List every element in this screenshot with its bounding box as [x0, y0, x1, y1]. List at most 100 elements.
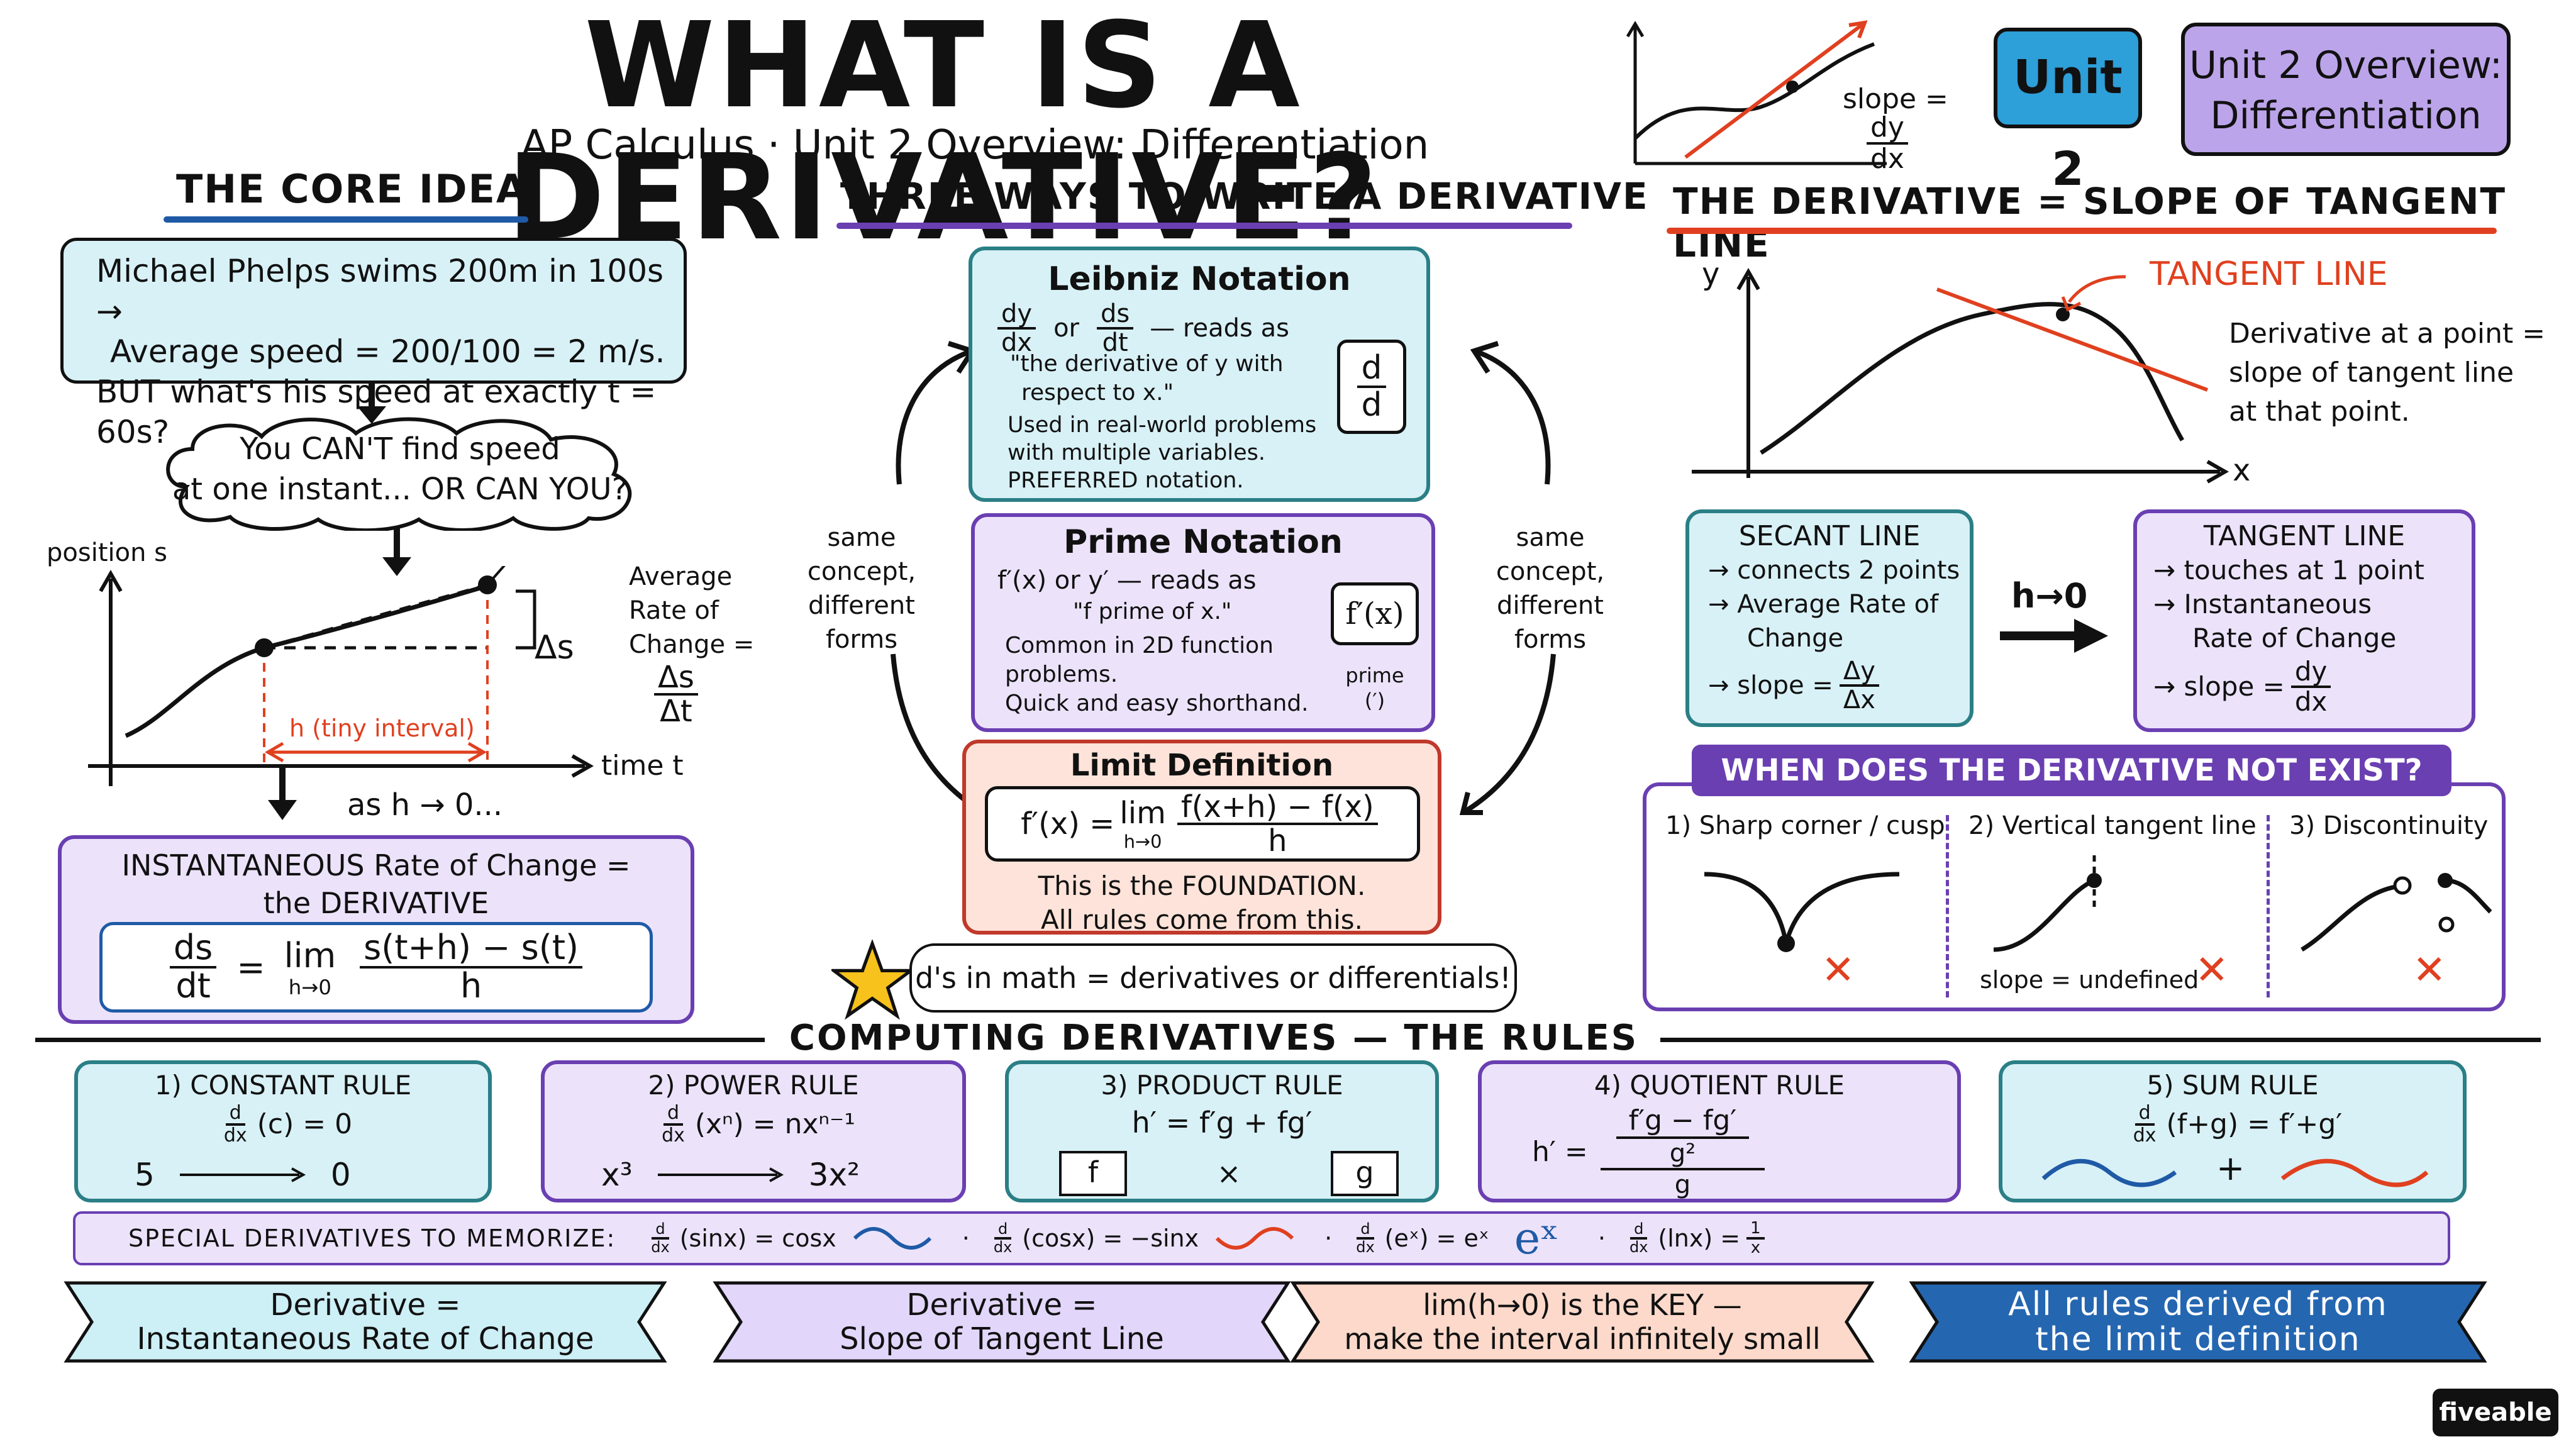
prime-title: Prime Notation	[1063, 523, 1343, 561]
leibniz-q2: respect to x."	[1021, 380, 1174, 406]
core-arrow-1	[357, 382, 386, 424]
s3-dx: dx	[1356, 1238, 1375, 1256]
tangent-heading: THE DERIVATIVE = SLOPE OF TANGENT LINE	[1673, 180, 2507, 265]
banner-2-l1: Derivative =	[906, 1287, 1097, 1323]
avg-den: Δt	[660, 694, 692, 730]
s2-dx: dx	[993, 1238, 1013, 1256]
not-exist-heading: WHEN DOES THE DERIVATIVE NOT EXIST?	[1692, 745, 2451, 796]
side-right-l4: forms	[1514, 625, 1587, 654]
r3-times: ×	[1216, 1157, 1241, 1191]
tangent-line-box: TANGENT LINE → touches at 1 point → Inst…	[2133, 509, 2475, 732]
leibniz-dy: dy	[997, 301, 1036, 330]
tangent-desc-l2: slope of tangent line	[2229, 357, 2514, 389]
exp-icon: eˣ	[1514, 1213, 1559, 1264]
r1-ex-left: 5	[135, 1157, 155, 1193]
r4-mid: g²	[1600, 1139, 1765, 1170]
tangent-y-label: y	[1702, 257, 1720, 292]
r1-example: 5 0	[135, 1156, 487, 1194]
inst-lhs-num: ds	[169, 930, 217, 969]
star-icon	[831, 940, 913, 1020]
special-cos: (cosx) = −sinx	[1022, 1224, 1199, 1252]
prime-l5: Quick and easy shorthand.	[1005, 691, 1309, 716]
tan-l2: → Instantaneous	[2153, 589, 2372, 619]
cloud-line1: You CAN'T find speed	[240, 431, 560, 467]
cloud-line2: at one instant... OR CAN YOU?	[172, 472, 628, 507]
r1-ex-right: 0	[330, 1157, 351, 1193]
quotient-rule-box: 4) QUOTIENT RULE h′ = f′g − fg′ g² g	[1478, 1060, 1961, 1202]
special-sin: (sinx) = cosx	[679, 1224, 836, 1252]
banner-1-shape	[64, 1281, 667, 1363]
phelps-line3: BUT what's his speed at exactly t = 60s?	[96, 374, 657, 450]
leibniz-icon-bot: d	[1361, 386, 1382, 424]
side-note-left: same concept, different forms	[799, 521, 924, 657]
phelps-line1: Michael Phelps swims 200m in 100s →	[96, 253, 664, 330]
ne-divider-1	[1946, 815, 1949, 997]
limit-sub: h→0	[1123, 831, 1162, 852]
r5-blue-wave	[2041, 1158, 2177, 1187]
thought-cloud-text: You CAN'T find speed at one instant... O…	[148, 429, 652, 509]
s4-num: 1	[1746, 1219, 1765, 1240]
ne-x-icon-2: ✕	[2195, 947, 2229, 994]
leibniz-ds: ds	[1096, 301, 1134, 330]
ne-label-2: 2) Vertical tangent line	[1968, 811, 2257, 840]
avg-line2: Rate of	[629, 596, 719, 625]
leibniz-u2: with multiple variables.	[1008, 440, 1265, 465]
r1-title: 1) CONSTANT RULE	[154, 1070, 412, 1101]
secant-l2: → Average Rate of	[1708, 590, 1939, 619]
header-slope-den: dx	[1870, 143, 1904, 175]
sine-wave-icon	[853, 1227, 931, 1250]
core-heading: THE CORE IDEA	[176, 166, 528, 212]
ne-x-icon-3: ✕	[2412, 947, 2446, 994]
r1-formula: (c) = 0	[257, 1108, 353, 1140]
phelps-line2: Average speed = 200/100 = 2 m/s.	[110, 333, 665, 370]
r5-plus: +	[2216, 1148, 2245, 1188]
side-left-l4: forms	[825, 625, 898, 654]
r2-formula: (xⁿ) = nxⁿ⁻¹	[694, 1108, 855, 1140]
differentials-note-text: d's in math = derivatives or differentia…	[915, 961, 1511, 995]
cusp-sketch	[1704, 872, 1900, 952]
product-rule-box: 3) PRODUCT RULE h′ = f′g + fg′ f × g	[1005, 1060, 1439, 1202]
r4-formula: h′ = f′g − fg′ g² g	[1532, 1104, 1765, 1199]
tangent-line-label: TANGENT LINE	[2150, 255, 2388, 293]
r1-dx: dx	[223, 1124, 247, 1146]
side-note-right: same concept, different forms	[1484, 521, 1616, 657]
banner-3-l1: lim(h→0) is the KEY —	[1423, 1288, 1742, 1322]
inst-lim: lim	[284, 935, 336, 975]
leibniz-u1: Used in real-world problems	[1008, 413, 1317, 438]
banner-4-l2: the limit definition	[2035, 1321, 2361, 1358]
cosine-wave-icon	[1216, 1227, 1294, 1250]
prime-l2: "f prime of x."	[1073, 599, 1232, 625]
inst-lim-sub: h→0	[288, 975, 331, 999]
r3-formula: h′ = f′g + fg′	[1131, 1106, 1313, 1140]
tan-den: dx	[2294, 686, 2328, 718]
thought-cloud	[166, 417, 632, 531]
s3-d: d	[1357, 1221, 1374, 1240]
secant-den: Δx	[1843, 686, 1875, 714]
ne-x-icon-1: ✕	[1821, 947, 1855, 994]
tangent-heading-underline	[1667, 228, 2497, 234]
inst-line2: the DERIVATIVE	[263, 886, 489, 920]
r3-example: f × g	[1059, 1151, 1399, 1196]
tangent-description: Derivative at a point = slope of tangent…	[2229, 314, 2545, 431]
header-tangent-sketch	[1626, 20, 1887, 165]
special-exp: (eˣ) = eˣ	[1384, 1224, 1489, 1252]
fiveable-logo: fiveable	[2433, 1389, 2558, 1436]
unit-badge: Unit 2	[1994, 28, 2142, 196]
overview-badge: Unit 2 Overview: Differentiation	[2181, 23, 2511, 156]
side-right-l2: concept,	[1496, 557, 1605, 586]
header-slope-label: slope =	[1843, 83, 1948, 115]
secant-num: Δy	[1839, 658, 1879, 687]
limit-l1: This is the FOUNDATION.	[1038, 870, 1366, 901]
r5-d: d	[2135, 1103, 2155, 1126]
leibniz-dt: dt	[1102, 328, 1128, 357]
leibniz-usage: Used in real-world problems with multipl…	[1008, 411, 1316, 494]
